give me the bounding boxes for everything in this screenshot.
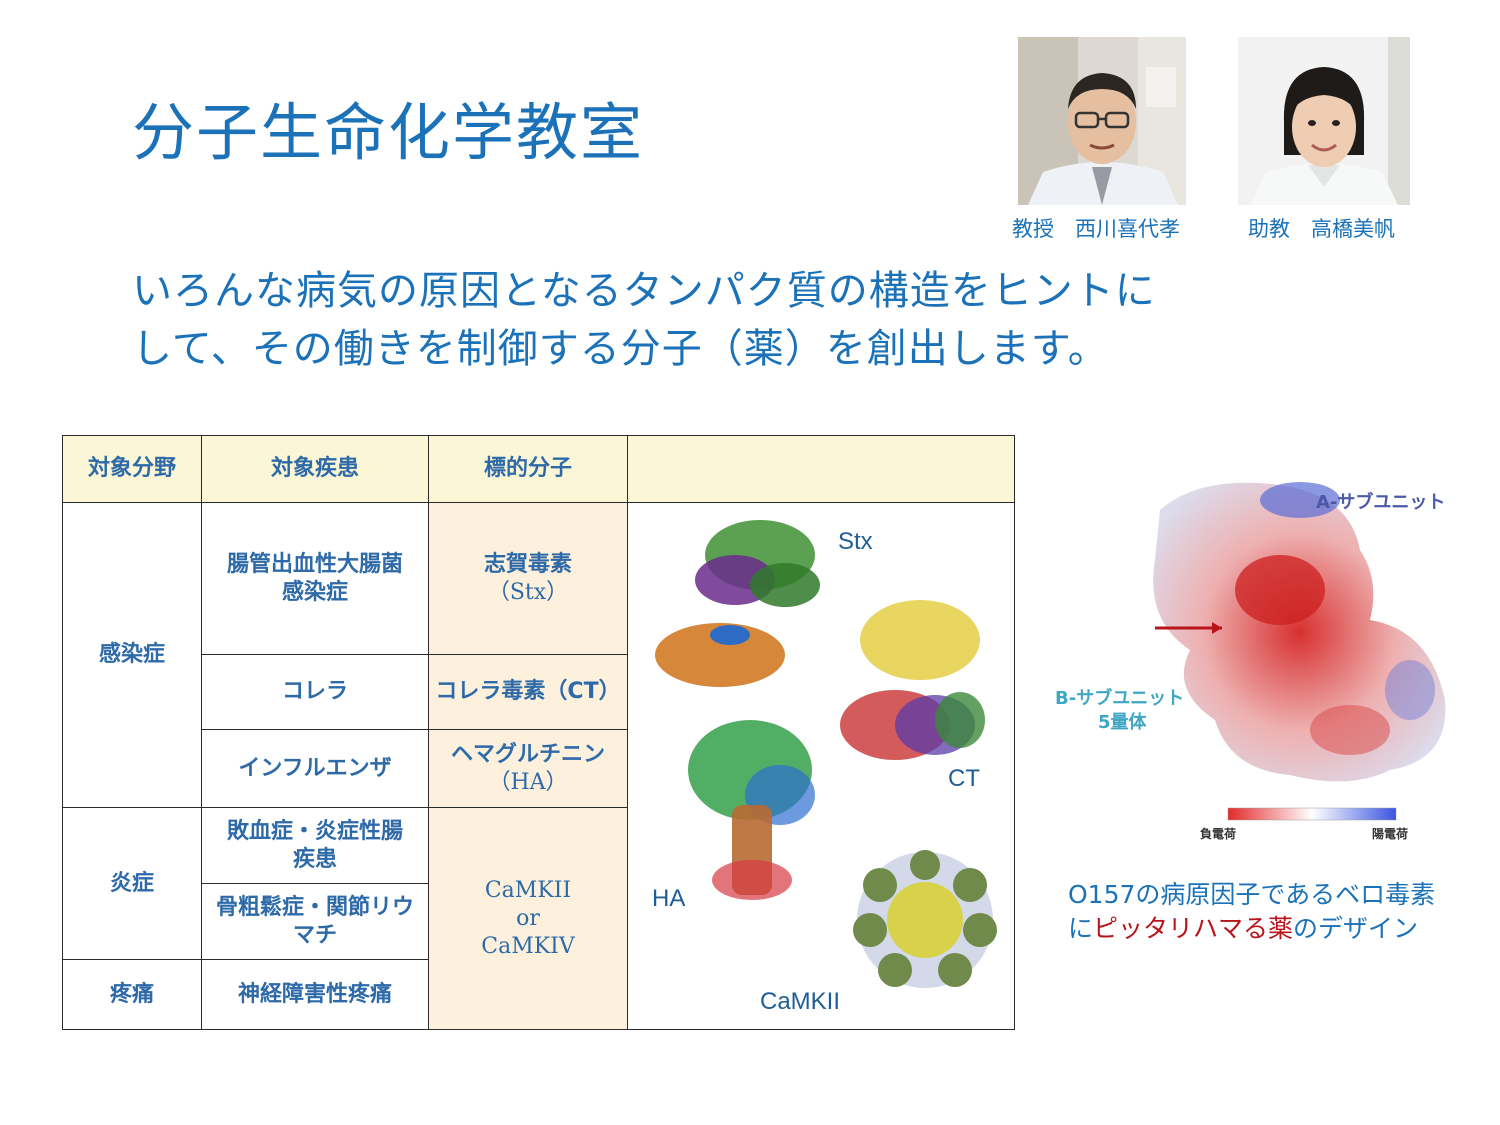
disease-neuropathic-pain: 神経障害性疼痛 bbox=[201, 959, 429, 1030]
disease-osteoporosis-line-1: 骨粗鬆症・関節リウ bbox=[215, 894, 414, 920]
target-ha: ヘマグルチニン （HA） bbox=[428, 729, 628, 808]
disease-sepsis-line-2: 疾患 bbox=[292, 846, 337, 872]
disease-sepsis-line-1: 敗血症・炎症性腸 bbox=[226, 818, 403, 844]
table-row: コレラ コレラ毒素（CT） bbox=[63, 654, 1015, 730]
field-infection: 感染症 bbox=[62, 502, 202, 808]
target-camk-line-2: or bbox=[516, 905, 540, 931]
disease-osteoporosis: 骨粗鬆症・関節リウ マチ bbox=[201, 883, 429, 960]
disease-osteoporosis-line-2: マチ bbox=[292, 922, 337, 948]
target-ct: コレラ毒素（CT） bbox=[428, 654, 628, 730]
disease-sepsis: 敗血症・炎症性腸 疾患 bbox=[201, 807, 429, 884]
caption-o157: O157 bbox=[1068, 880, 1136, 909]
assistant-professor-photo bbox=[1238, 37, 1410, 205]
b-subunit-label: B-サブユニット bbox=[1055, 688, 1185, 709]
disease-ehec-line-1: 腸管出血性大腸菌 bbox=[226, 551, 403, 577]
b-subunit-pentamer-label: 5量体 bbox=[1098, 712, 1147, 733]
disease-ehec: 腸管出血性大腸菌 感染症 bbox=[201, 502, 429, 655]
target-camk-line-3: CaMKIV bbox=[481, 933, 575, 959]
table-row: 骨粗鬆症・関節リウ マチ bbox=[63, 883, 1015, 960]
assistant-professor-caption: 助教 高橋美帆 bbox=[1248, 217, 1395, 241]
intro-line-2: して、その働きを制御する分子（薬）を創出します。 bbox=[132, 326, 1109, 372]
camkii-structure-icon bbox=[853, 850, 997, 988]
target-stx-line-2: （Stx） bbox=[487, 579, 569, 605]
intro-line-1: いろんな病気の原因となるタンパク質の構造をヒントに bbox=[132, 268, 1156, 314]
label-ha: HA bbox=[652, 885, 686, 912]
assistant-professor-portrait-icon bbox=[1238, 37, 1410, 205]
professor-portrait-icon bbox=[1018, 37, 1186, 205]
target-camk: CaMKII or CaMKIV bbox=[428, 807, 628, 1030]
target-ha-line-1: ヘマグルチニン bbox=[450, 741, 605, 767]
header-structure bbox=[627, 435, 1015, 503]
positive-charge-label: 陽電荷 bbox=[1372, 827, 1409, 841]
header-field: 対象分野 bbox=[62, 435, 202, 503]
disease-ehec-line-2: 感染症 bbox=[281, 579, 348, 605]
target-stx-line-1: 志賀毒素 bbox=[483, 551, 572, 577]
table-row: インフルエンザ ヘマグルチニン （HA） bbox=[63, 729, 1015, 808]
professor-photo bbox=[1018, 37, 1186, 205]
label-camkii: CaMKII bbox=[760, 988, 841, 1015]
protein-structures-illustration bbox=[655, 520, 997, 988]
professor-caption: 教授 西川喜代孝 bbox=[1012, 217, 1180, 241]
table-row: 疼痛 神経障害性疼痛 bbox=[62, 959, 1015, 1030]
intro-text: いろんな病気の原因となるタンパク質の構造をヒントに して、その働きを制御する分子… bbox=[132, 262, 1462, 378]
field-inflammation: 炎症 bbox=[62, 807, 202, 960]
stx-structure-icon bbox=[655, 520, 820, 687]
target-ha-line-2: （HA） bbox=[488, 769, 568, 795]
header-disease: 対象疾患 bbox=[201, 435, 429, 503]
ct-structure-icon bbox=[840, 600, 985, 760]
target-stx: 志賀毒素 （Stx） bbox=[428, 502, 628, 655]
ha-structure-icon bbox=[688, 720, 815, 900]
caption-part-4: のデザイン bbox=[1293, 914, 1419, 943]
caption-highlight: ピッタリハマる薬 bbox=[1093, 914, 1294, 943]
label-ct: CT bbox=[948, 765, 980, 792]
header-target: 標的分子 bbox=[428, 435, 628, 503]
table-header-row: 対象分野 対象疾患 標的分子 bbox=[62, 435, 1015, 503]
field-pain: 疼痛 bbox=[62, 959, 202, 1030]
disease-cholera: コレラ bbox=[201, 654, 429, 730]
table-row: 炎症 敗血症・炎症性腸 疾患 CaMKII or CaMKIV bbox=[62, 807, 1015, 1030]
page-title: 分子生命化学教室 bbox=[132, 96, 645, 169]
negative-charge-label: 負電荷 bbox=[1200, 827, 1237, 841]
a-subunit-label: A-サブユニット bbox=[1316, 492, 1446, 513]
vero-toxin-surface-figure bbox=[1153, 482, 1446, 821]
disease-influenza: インフルエンザ bbox=[201, 729, 429, 808]
label-stx: Stx bbox=[838, 528, 873, 555]
target-camk-line-1: CaMKII bbox=[484, 877, 572, 903]
figure-caption: O157の病原因子であるベロ毒素にピッタリハマる薬のデザイン bbox=[1068, 878, 1458, 946]
caption-part-2: の病原因子であるベロ毒素に bbox=[1068, 880, 1436, 943]
